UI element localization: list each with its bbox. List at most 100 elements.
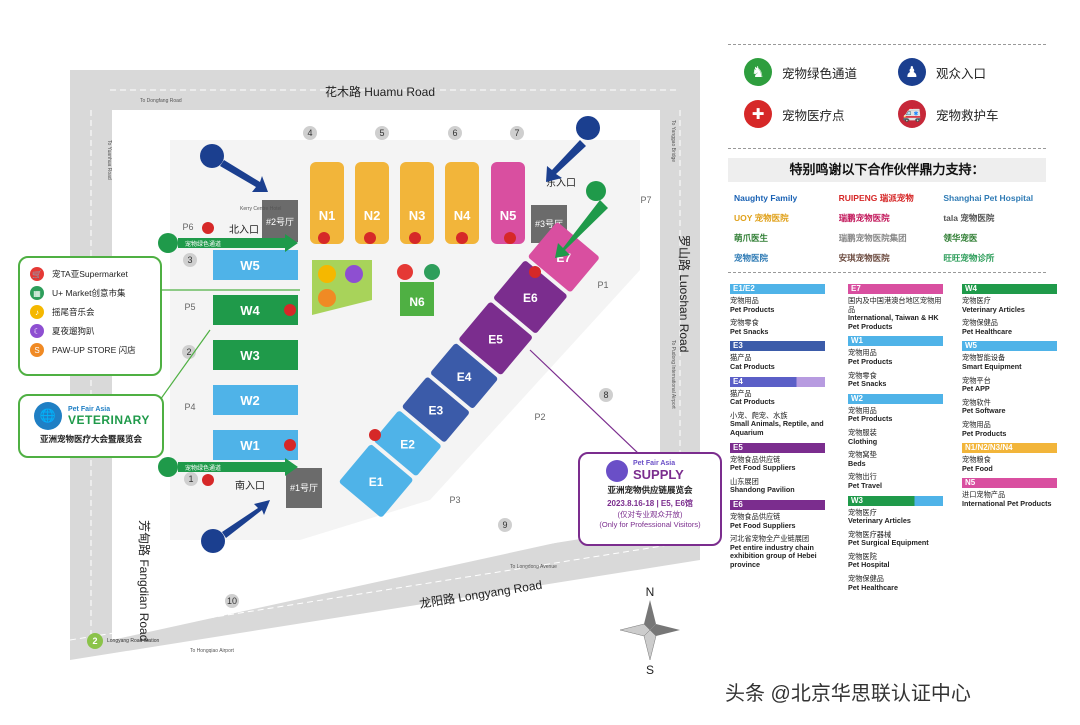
hall-n2[interactable] [355,162,389,244]
medical-cross-icon[interactable] [284,439,296,451]
amenity-item[interactable]: ♪摇尾音乐会 [30,305,160,319]
hall-legend-header: W3 [848,495,943,506]
hall-legend-item-en: Beds [848,458,866,468]
hall-n5[interactable] [491,162,525,244]
hall-legend-item-en: Pet Healthcare [962,326,1012,336]
market-icon[interactable] [424,264,440,280]
hall-legend-item-cn: 宠物医疗 [848,507,877,517]
hall-e6[interactable] [493,260,568,334]
road-note-yanggao: To Yanggao Bridge [670,120,676,162]
road-note-yuanhua: To Yuanhua Road [106,140,112,180]
hall-w3[interactable] [213,340,298,370]
hall-e3[interactable] [402,376,471,443]
visitor-icon[interactable] [200,144,224,168]
hall-legend-item-en: Cat Products [730,361,775,371]
compass-north: N [646,585,655,599]
hall-e3-label: E3 [429,404,444,418]
medical-cross-icon[interactable] [456,232,468,244]
medical-cross-icon[interactable] [202,474,214,486]
metro-station: Longyang Road Station [107,638,159,644]
cart-icon[interactable] [397,264,413,280]
pet-walker-icon[interactable] [158,233,178,253]
medical-cross-icon[interactable] [369,429,381,441]
road-network [69,70,701,660]
pet-walker-icon[interactable] [158,457,178,477]
amenity-label: 摇尾音乐会 [52,307,95,317]
moon-icon[interactable] [345,265,363,283]
hall-legend-title: W1 [851,336,863,346]
hall-legend-item-cn: 山东展团 [730,476,759,486]
hall-n1[interactable] [310,162,344,244]
hall-n3[interactable] [400,162,434,244]
medical-cross-icon[interactable] [284,304,296,316]
store-icon[interactable] [318,289,336,307]
hall-n3-label: N3 [409,208,426,223]
gate-4: 4 [307,128,312,138]
legend-symbol: 🚑宠物救护车 [898,100,999,128]
partner-logo: Shanghai Pet Hospital [943,193,1034,203]
medical-cross-icon[interactable] [364,232,376,244]
music-icon[interactable] [318,265,336,283]
legend-symbol-label: 宠物医疗点 [782,108,845,123]
hall-legend-title: W5 [965,341,977,351]
medical-cross-icon[interactable] [409,232,421,244]
partner-logo: Naughty Family [734,193,798,203]
medical-cross-icon[interactable] [504,232,516,244]
market-icon: ▦ [30,286,44,300]
hall-e4[interactable] [430,343,499,410]
hall-no1-label: #1号厅 [290,483,318,493]
amenity-item[interactable]: ☾夏夜遛狗趴 [30,324,160,338]
pet-walker-icon[interactable] [586,181,606,201]
partner-logo: 瑞鹏宠物医院 [838,213,890,223]
hall-legend-item-cn: 宠物保健品 [962,318,998,328]
hall-legend-item-cn: 宠物医疗 [962,296,991,305]
visitor-icon[interactable] [576,116,600,140]
medical-cross-icon[interactable] [318,232,330,244]
medical-cross-icon[interactable] [202,222,214,234]
hall-n4-label: N4 [454,208,471,223]
hall-e1[interactable] [339,444,414,518]
visitor-icon[interactable] [201,529,225,553]
hall-e2[interactable] [373,410,442,477]
metro-line: 2 [92,636,97,646]
hall-w5[interactable] [213,250,298,280]
hall-legend-item-en: Pet Travel [848,480,882,490]
east-halls: E1 E2 E3 E4 E5 E6 E7 [339,222,600,518]
hall-legend-title: E6 [733,499,743,509]
amenity-label: 夏夜遛狗趴 [52,326,95,336]
amenity-label: 宠TA亚Supermarket [52,269,128,279]
veterinary-name: VETERINARY [68,412,150,427]
hall-legend-item-en: Pet Products [848,414,893,424]
amenity-item[interactable]: ▦ U+ Market创意市集 [30,286,160,300]
visitor-arrow-east [546,140,586,182]
hall-e5[interactable] [458,301,533,375]
partner-logo: 瑞鹏宠物医院集团 [838,233,907,243]
hall-n4[interactable] [445,162,479,244]
hall-e6-label: E6 [523,291,538,305]
veterinary-subtitle: 亚洲宠物医疗大会暨展览会 [39,434,142,444]
hall-w2[interactable] [213,385,298,415]
medical-cross-icon[interactable] [529,266,541,278]
hall-w1[interactable] [213,430,298,460]
amenity-label: U+ Market创意市集 [52,288,126,298]
hall-legend-title: W3 [851,495,863,505]
hall-n6[interactable] [400,282,434,316]
road-note-longdong: To Longdong Avenue [510,564,557,570]
hall-e7[interactable] [528,222,600,293]
hall-legend-item-cn: 宠物用品 [848,405,877,415]
hall-legend-item-en: Pet Snacks [730,326,769,336]
amenity-item[interactable]: 🛒宠TA亚Supermarket [30,267,160,281]
hall-legend-header: E3 [730,341,825,352]
hall-legend-item-cn: 宠物保健品 [848,574,884,584]
hall-w4[interactable] [213,295,298,325]
supply-leader [529,349,641,456]
road-label-fangdian: 芳甸路 Fangdian Road [137,520,152,641]
